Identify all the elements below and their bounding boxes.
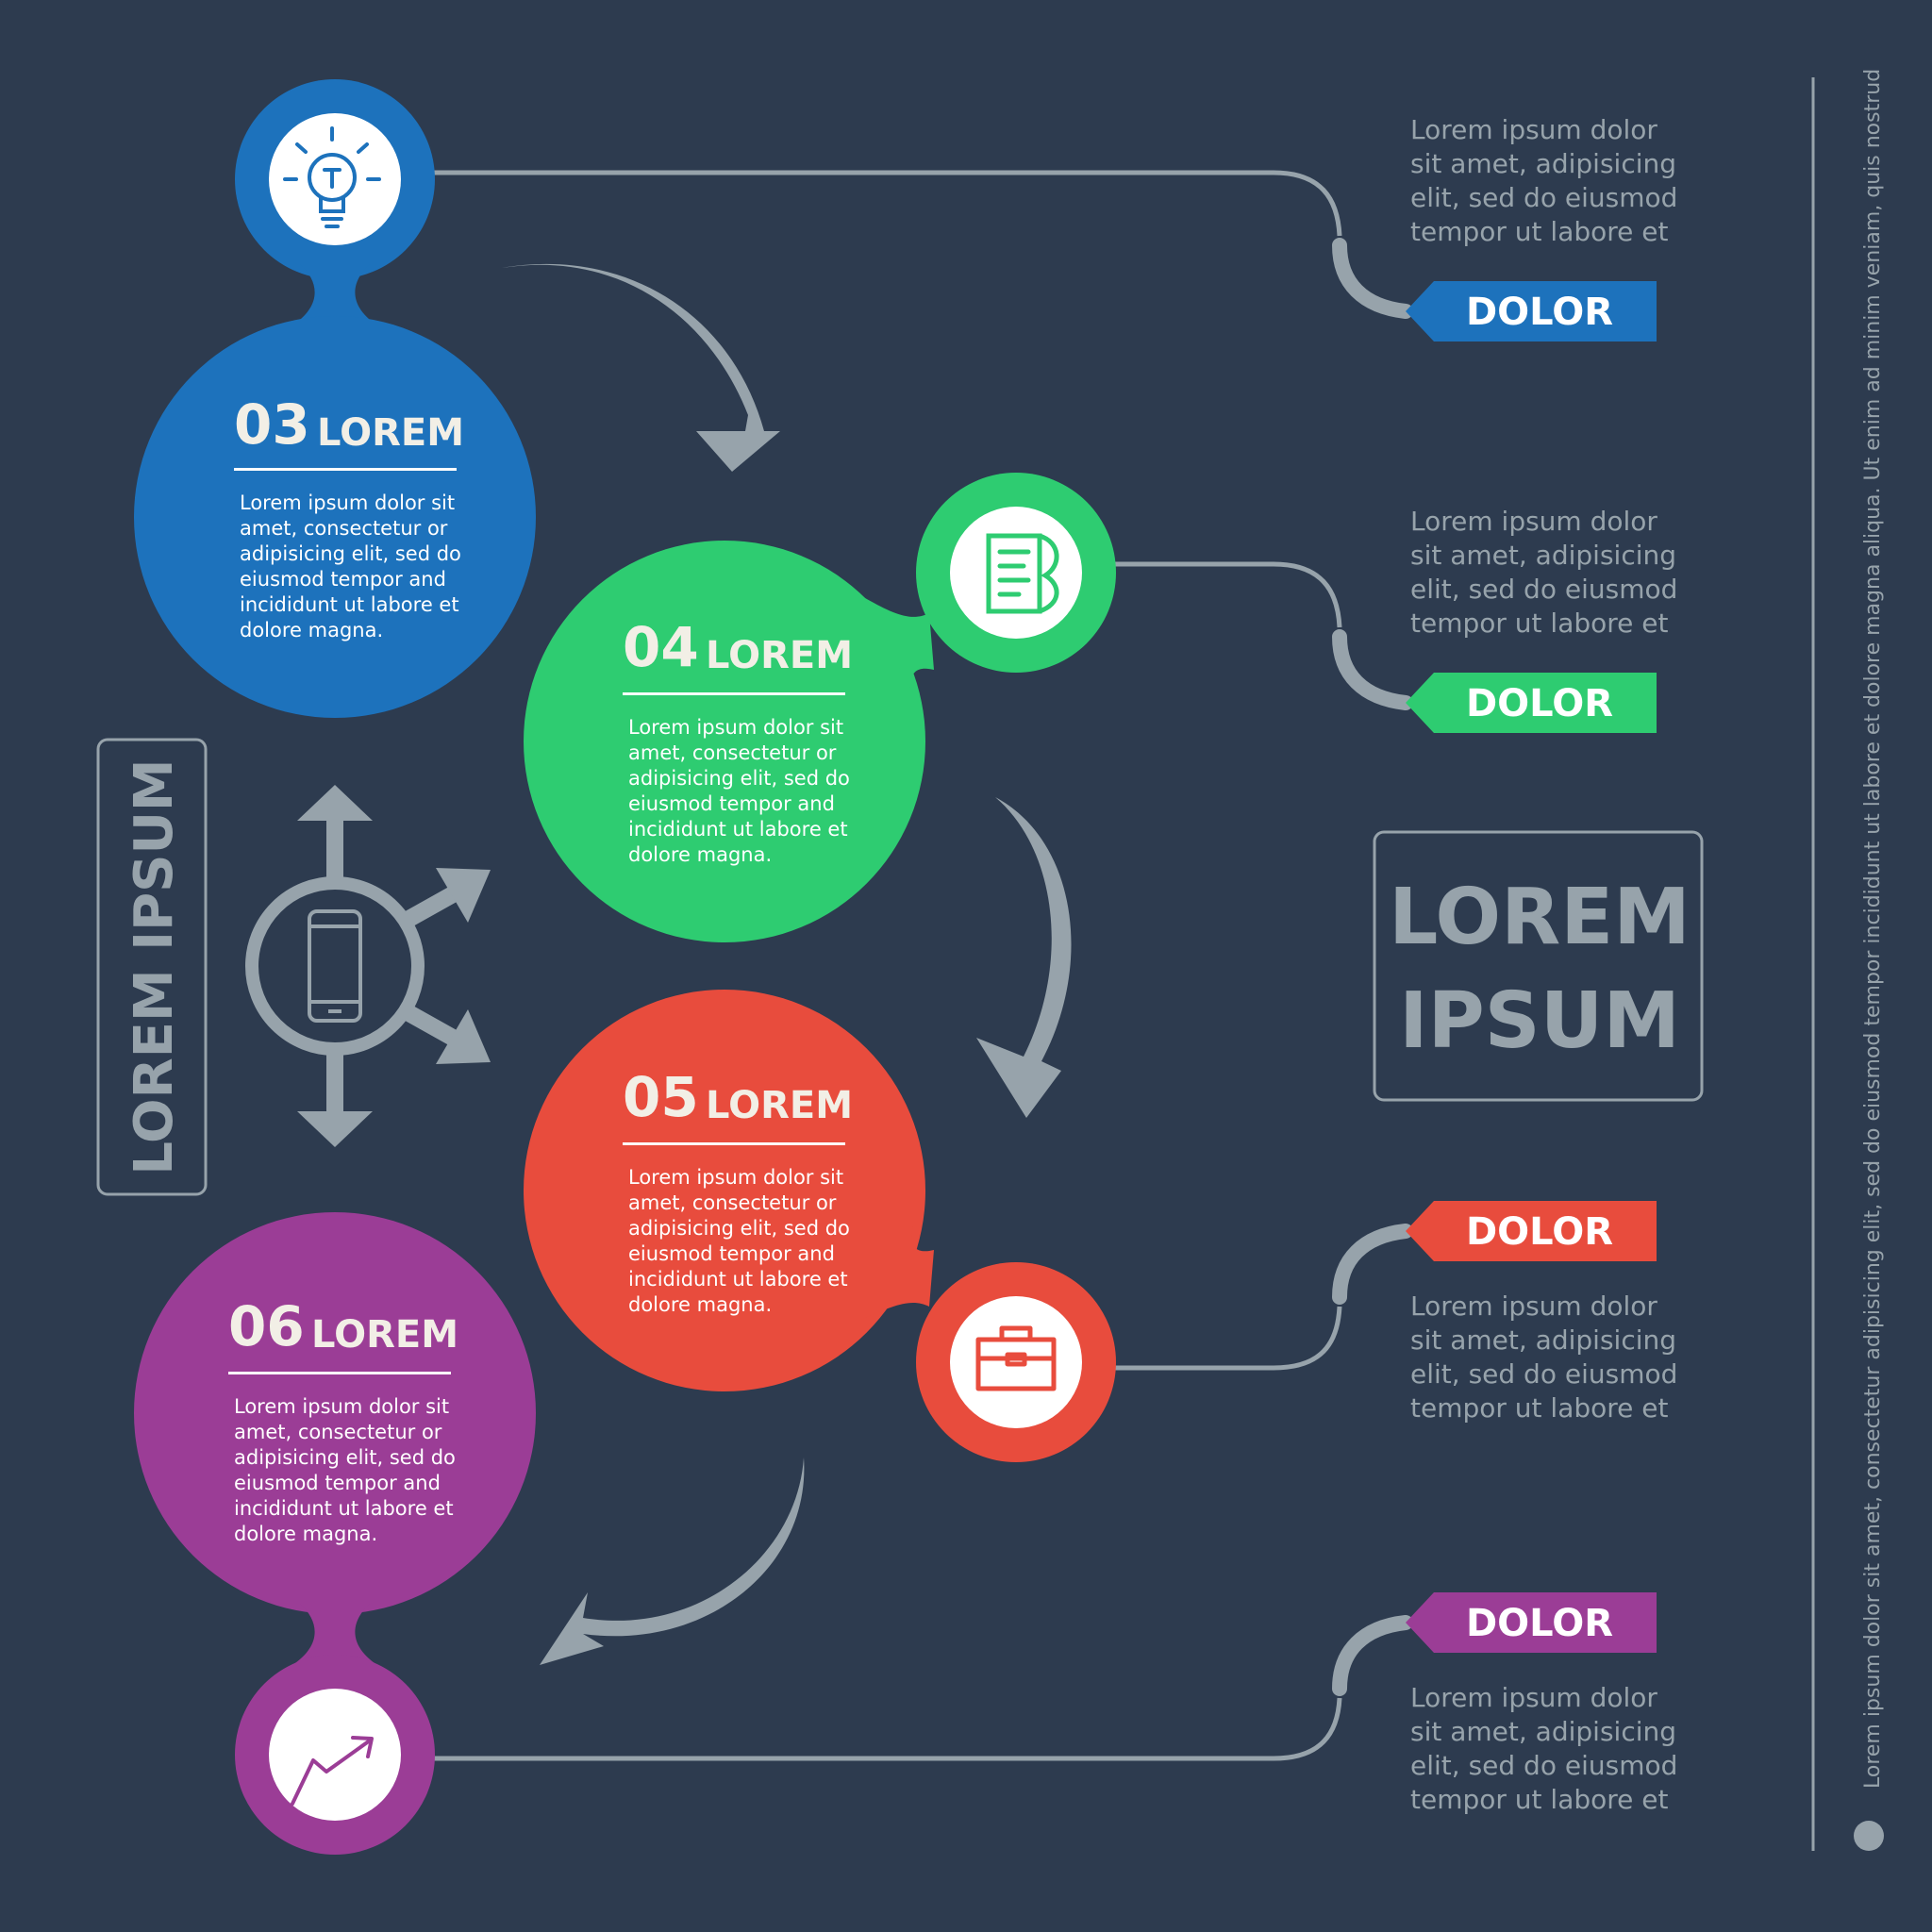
- svg-text:amet, consectetur or: amet, consectetur or: [234, 1421, 442, 1443]
- svg-text:Lorem ipsum dolor sit: Lorem ipsum dolor sit: [628, 716, 843, 739]
- svg-text:Lorem ipsum dolor: Lorem ipsum dolor: [1410, 1682, 1657, 1713]
- step-05-divider: [623, 1142, 845, 1145]
- lorem-ipsum-box-line1: LOREM: [1389, 873, 1690, 962]
- callout-red: DOLOR Lorem ipsum dolor sit amet, adipis…: [1406, 1201, 1677, 1424]
- svg-text:elit, sed do eiusmod: elit, sed do eiusmod: [1410, 1358, 1677, 1390]
- step-04-text: Lorem ipsum dolor sit amet, consectetur …: [628, 716, 850, 866]
- svg-text:tempor ut labore et: tempor ut labore et: [1410, 1784, 1669, 1815]
- svg-text:eiusmod tempor and: eiusmod tempor and: [234, 1472, 441, 1494]
- vertical-label: LOREM IPSUM: [124, 758, 185, 1174]
- svg-text:elit, sed do eiusmod: elit, sed do eiusmod: [1410, 1750, 1677, 1781]
- vertical-label-box: [96, 738, 208, 1196]
- svg-text:incididunt ut labore et: incididunt ut labore et: [628, 1268, 848, 1291]
- svg-text:Lorem ipsum dolor: Lorem ipsum dolor: [1410, 1291, 1657, 1322]
- callout-purple: DOLOR Lorem ipsum dolor sit amet, adipis…: [1406, 1592, 1677, 1815]
- callout-red-tag: [1406, 1201, 1657, 1261]
- svg-text:adipisicing elit, sed do: adipisicing elit, sed do: [628, 1217, 850, 1240]
- connector-purple: [434, 1697, 1342, 1761]
- connector-red: [1113, 1306, 1342, 1371]
- right-vertical-dot: [1854, 1821, 1884, 1851]
- right-vertical-text: Lorem ipsum dolor sit amet, consectetur …: [1861, 69, 1885, 1789]
- step-05-title: LOREM: [706, 1084, 853, 1127]
- step-03-title: LOREM: [317, 411, 464, 455]
- lightbulb-icon: [283, 126, 381, 228]
- svg-text:adipisicing elit, sed do: adipisicing elit, sed do: [234, 1446, 456, 1469]
- step-06-text: Lorem ipsum dolor sit amet, consectetur …: [234, 1395, 456, 1545]
- flow-arrow-03-to-04: [502, 263, 780, 472]
- step-03-text: Lorem ipsum dolor sit amet, consectetur …: [240, 491, 461, 641]
- svg-text:adipisicing elit, sed do: adipisicing elit, sed do: [240, 542, 461, 565]
- svg-text:elit, sed do eiusmod: elit, sed do eiusmod: [1410, 182, 1677, 213]
- svg-text:Lorem ipsum dolor sit: Lorem ipsum dolor sit: [234, 1395, 449, 1418]
- connector-green: [1113, 561, 1342, 628]
- svg-text:tempor ut labore et: tempor ut labore et: [1410, 1392, 1669, 1424]
- step-05-number: 05: [623, 1065, 699, 1129]
- svg-text:Lorem ipsum dolor: Lorem ipsum dolor: [1410, 114, 1657, 145]
- svg-text:amet, consectetur or: amet, consectetur or: [240, 517, 448, 540]
- step-03-number: 03: [234, 392, 310, 457]
- callout-blue-tag-label: DOLOR: [1466, 291, 1613, 334]
- step-04-number: 04: [623, 615, 699, 679]
- callout-red-text: Lorem ipsum dolor sit amet, adipisicing …: [1410, 1291, 1677, 1424]
- callout-green: Lorem ipsum dolor sit amet, adipisicing …: [1406, 506, 1677, 733]
- svg-text:elit, sed do eiusmod: elit, sed do eiusmod: [1410, 574, 1677, 605]
- svg-text:dolore magna.: dolore magna.: [628, 843, 772, 866]
- callout-purple-text: Lorem ipsum dolor sit amet, adipisicing …: [1410, 1682, 1677, 1815]
- svg-text:dolore magna.: dolore magna.: [628, 1293, 772, 1316]
- flow-arrows: [502, 263, 1072, 1665]
- callout-purple-tag: [1406, 1592, 1657, 1653]
- step-04-title: LOREM: [706, 634, 853, 677]
- callout-green-tag-label: DOLOR: [1466, 682, 1613, 725]
- svg-text:incididunt ut labore et: incididunt ut labore et: [234, 1497, 454, 1520]
- step-05-text: Lorem ipsum dolor sit amet, consectetur …: [628, 1166, 850, 1316]
- svg-text:Lorem ipsum dolor sit: Lorem ipsum dolor sit: [628, 1166, 843, 1189]
- step-04-divider: [623, 692, 845, 695]
- callout-blue-tag: [1406, 281, 1657, 341]
- hub-diagram: [245, 785, 491, 1147]
- callout-blue: Lorem ipsum dolor sit amet, adipisicing …: [1406, 114, 1677, 341]
- svg-text:adipisicing elit, sed do: adipisicing elit, sed do: [628, 767, 850, 790]
- trend-arrow-icon: [291, 1736, 374, 1806]
- svg-text:eiusmod tempor and: eiusmod tempor and: [628, 1242, 835, 1265]
- step-06-title: LOREM: [311, 1313, 458, 1357]
- callout-purple-tag-label: DOLOR: [1466, 1602, 1613, 1645]
- lorem-ipsum-box-line2: IPSUM: [1399, 976, 1680, 1066]
- step-06-divider: [228, 1372, 451, 1374]
- callout-green-tag: [1406, 673, 1657, 733]
- flow-arrow-05-to-06: [540, 1457, 805, 1665]
- flow-arrow-04-to-05: [976, 797, 1072, 1118]
- svg-text:tempor ut labore et: tempor ut labore et: [1410, 216, 1669, 247]
- svg-text:dolore magna.: dolore magna.: [240, 619, 383, 641]
- step-06-icon-disc: [269, 1689, 401, 1821]
- svg-text:sit amet, adipisicing: sit amet, adipisicing: [1410, 1324, 1676, 1356]
- svg-text:eiusmod tempor and: eiusmod tempor and: [628, 792, 835, 815]
- svg-text:dolore magna.: dolore magna.: [234, 1523, 377, 1545]
- callout-green-text: Lorem ipsum dolor sit amet, adipisicing …: [1410, 506, 1677, 639]
- connector-blue: [434, 170, 1342, 237]
- connector-hooks: [1332, 238, 1413, 1696]
- svg-text:Lorem ipsum dolor: Lorem ipsum dolor: [1410, 506, 1657, 537]
- connector-lines: [434, 170, 1342, 1761]
- step-03-divider: [234, 468, 457, 471]
- svg-text:amet, consectetur or: amet, consectetur or: [628, 1191, 837, 1214]
- lorem-ipsum-box: [1373, 830, 1704, 1102]
- svg-text:sit amet, adipisicing: sit amet, adipisicing: [1410, 1716, 1676, 1747]
- svg-text:incididunt ut labore et: incididunt ut labore et: [628, 818, 848, 841]
- smartphone-icon: [308, 909, 362, 1023]
- callout-blue-text: Lorem ipsum dolor sit amet, adipisicing …: [1410, 114, 1677, 247]
- callout-red-tag-label: DOLOR: [1466, 1210, 1613, 1254]
- svg-text:eiusmod tempor and: eiusmod tempor and: [240, 568, 446, 591]
- svg-text:incididunt ut labore et: incididunt ut labore et: [240, 593, 459, 616]
- step-06-number: 06: [228, 1294, 305, 1358]
- briefcase-icon: [975, 1325, 1057, 1391]
- step-04-icon-disc: [950, 507, 1082, 639]
- svg-text:tempor ut labore et: tempor ut labore et: [1410, 608, 1669, 639]
- svg-text:sit amet, adipisicing: sit amet, adipisicing: [1410, 148, 1676, 179]
- svg-text:Lorem ipsum dolor sit: Lorem ipsum dolor sit: [240, 491, 455, 514]
- svg-text:sit amet, adipisicing: sit amet, adipisicing: [1410, 540, 1676, 571]
- document-icon: [986, 533, 1059, 614]
- svg-text:amet, consectetur or: amet, consectetur or: [628, 741, 837, 764]
